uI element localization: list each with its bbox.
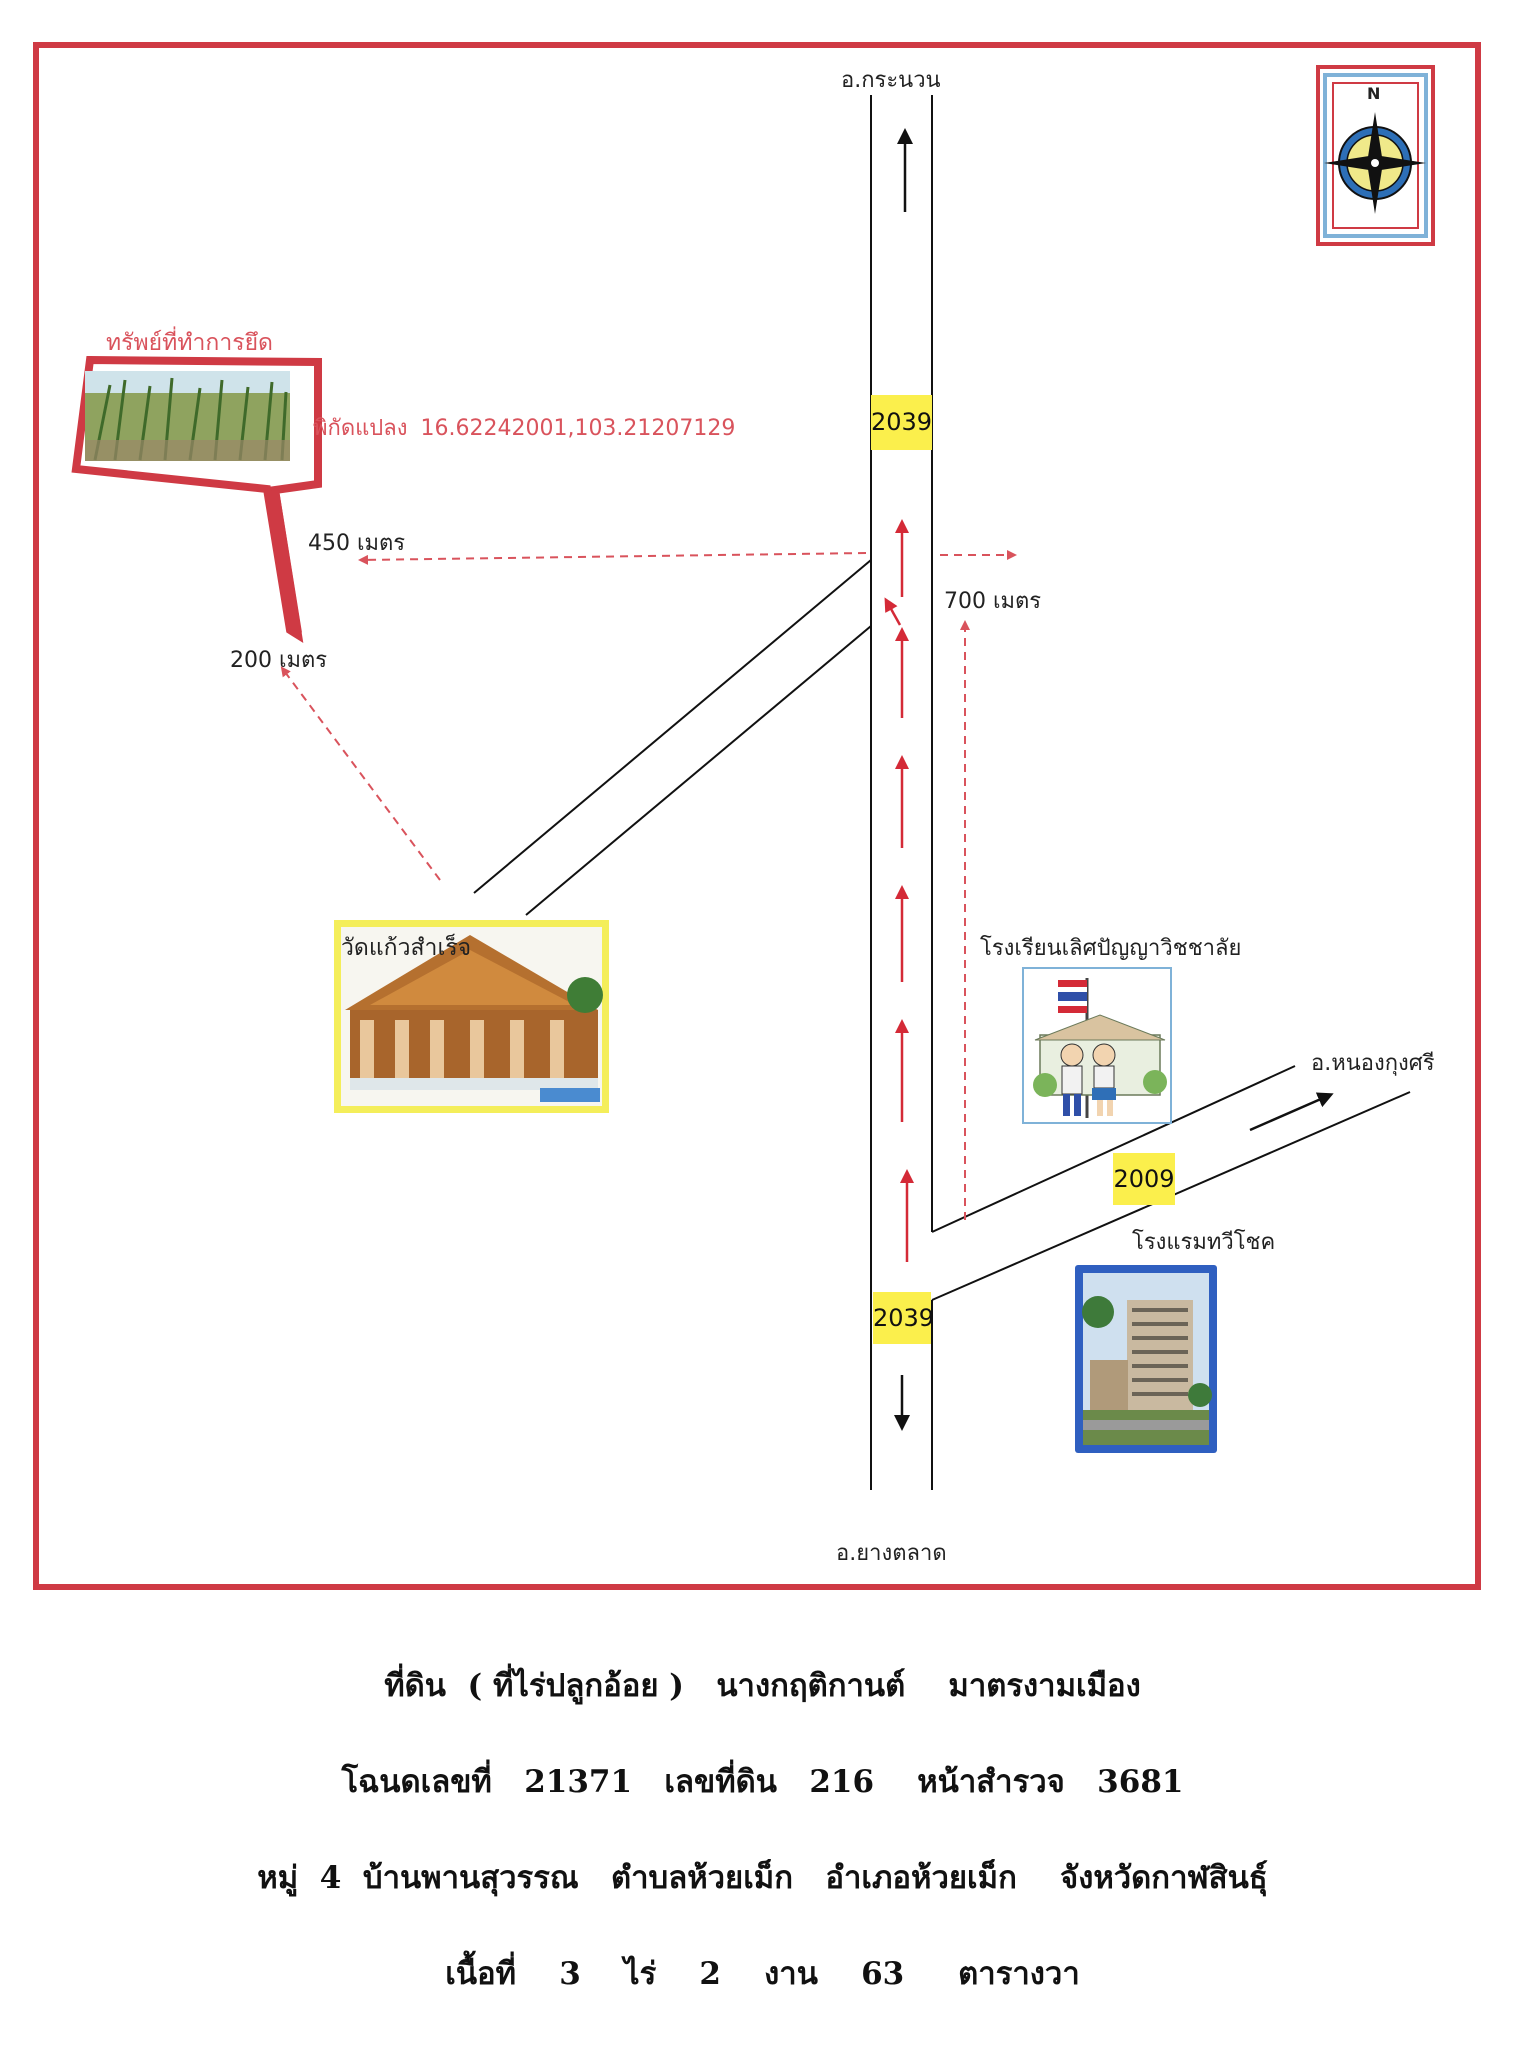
caption-line-1: ที่ดิน ( ที่ไร่ปลูกอ้อย ) นางกฤติกานต์ ม…: [384, 1668, 1141, 1704]
compass-icon: [1316, 65, 1435, 246]
compass-north-letter: N: [1367, 84, 1381, 103]
label-property-title: ทรัพย์ที่ทำการยึด: [106, 330, 273, 356]
label-distance-450: 450 เมตร: [308, 531, 406, 556]
caption-line-3: หมู่ 4 บ้านพานสุวรรณ ตำบลห้วยเม็ก อำเภอห…: [257, 1860, 1268, 1896]
label-distance-200: 200 เมตร: [230, 648, 328, 673]
caption-line-4: เนื้อที่ 3 ไร่ 2 งาน 63 ตารางวา: [445, 1956, 1080, 1992]
school-illustration: [1022, 967, 1172, 1124]
label-town-north: อ.กระนวน: [841, 68, 941, 93]
route-badge-2039-north: 2039: [871, 395, 932, 450]
route-arrows: [884, 519, 914, 1262]
label-distance-700: 700 เมตร: [944, 589, 1042, 614]
temple-photo: [334, 920, 609, 1113]
label-town-south: อ.ยางตลาด: [836, 1541, 947, 1566]
route-badge-2039-south: 2039: [873, 1292, 934, 1344]
label-coords-prefix: พิกัดแปลง: [313, 416, 408, 441]
route-badge-2009: 2009: [1113, 1153, 1175, 1205]
label-hotel: โรงแรมทวีโชค: [1132, 1230, 1276, 1255]
distance-arrows: [280, 550, 1017, 1220]
label-temple: วัดแก้วสำเร็จ: [341, 935, 472, 961]
road-2039: [870, 95, 933, 1490]
road-diagonal-temple: [473, 559, 872, 916]
label-coords: พิกัดแปลง 16.62242001,103.21207129: [313, 410, 735, 445]
label-school: โรงเรียนเลิศปัญญาวิชชาลัย: [980, 936, 1242, 961]
property-parcel: [71, 355, 322, 644]
hotel-photo: [1075, 1265, 1217, 1453]
arrow-east: [1249, 1092, 1334, 1132]
map-frame: [33, 42, 1481, 1590]
label-town-east: อ.หนองกุงศรี: [1311, 1051, 1435, 1076]
caption-line-2: โฉนดเลขที่ 21371 เลขที่ดิน 216 หน้าสำรวจ…: [341, 1764, 1184, 1800]
label-coords-value: 16.62242001,103.21207129: [420, 416, 736, 441]
